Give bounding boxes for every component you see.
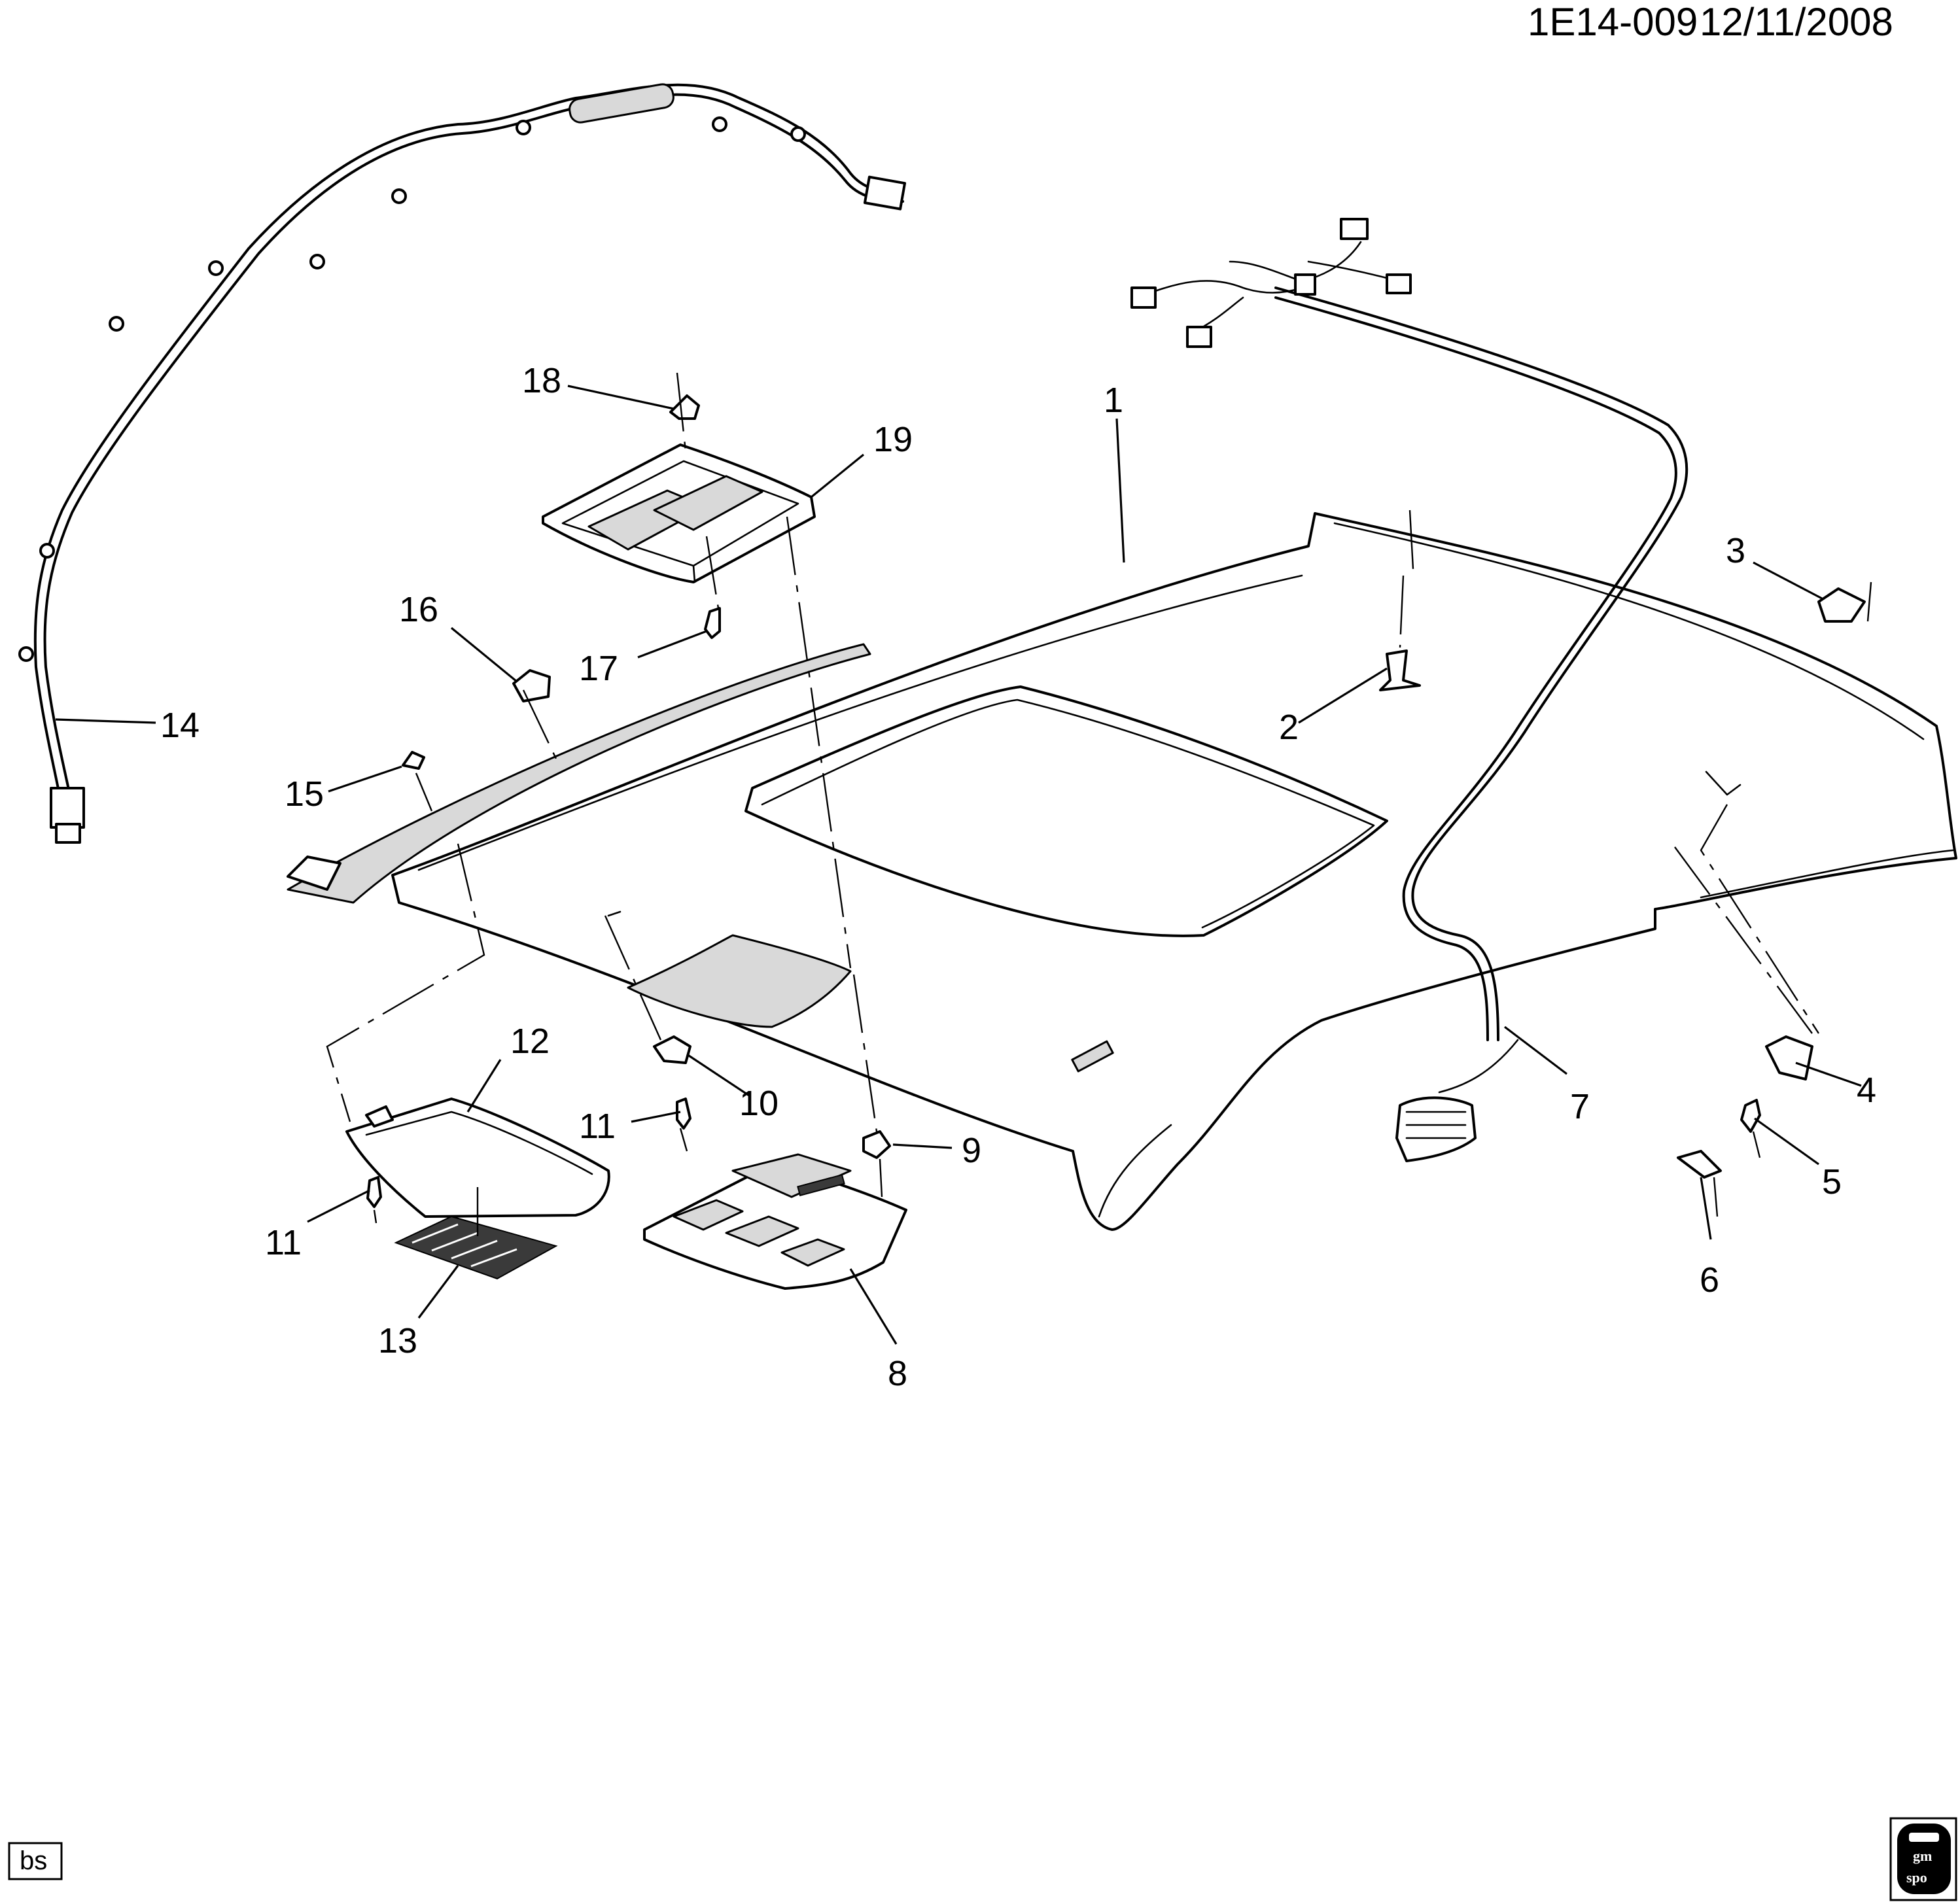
reading-lamp-housing-12 [345, 1098, 610, 1218]
callout-6: 6 [1700, 1260, 1719, 1300]
clip-10 [653, 1035, 691, 1064]
callout-numbers: 1 2 3 4 5 6 7 8 9 10 11 11 12 13 14 15 1… [160, 361, 1876, 1393]
callout-18: 18 [522, 361, 561, 400]
callout-19: 19 [873, 420, 913, 459]
clip-16 [512, 669, 551, 702]
diagram-date: 12/11/2008 [1700, 0, 1893, 44]
callout-17: 17 [579, 649, 618, 688]
overhead-console-8 [643, 1153, 907, 1290]
screw-5 [1740, 1099, 1761, 1133]
screw-11b [366, 1176, 382, 1208]
callout-10: 10 [739, 1084, 779, 1123]
callout-11a: 11 [579, 1107, 616, 1146]
clip-6 [1677, 1150, 1722, 1179]
headliner [287, 512, 1957, 1231]
console-bracket-19 [542, 443, 816, 583]
side-wire-harness [18, 83, 907, 844]
lamp-lens-13 [394, 1215, 558, 1280]
callout-14: 14 [160, 706, 200, 745]
corner-tag-text: bs [20, 1846, 47, 1875]
logo-top-text: gm [1913, 1848, 1932, 1864]
corner-tag: bs [8, 1842, 63, 1880]
gm-spo-logo: gm spo [1889, 1817, 1957, 1901]
screw-17 [704, 607, 721, 639]
clip-15 [402, 751, 425, 770]
callout-12: 12 [510, 1022, 550, 1061]
clip-18 [669, 394, 700, 420]
callout-5: 5 [1822, 1162, 1842, 1202]
callout-8: 8 [888, 1354, 907, 1393]
callout-3: 3 [1726, 531, 1745, 570]
callout-9: 9 [962, 1131, 981, 1170]
diagram-code: 1E14-009 [1528, 0, 1698, 44]
callout-1: 1 [1104, 381, 1123, 420]
bracket-4 [1765, 1035, 1813, 1081]
screw-11a [676, 1098, 691, 1130]
hook-3 [1817, 587, 1866, 623]
callout-7: 7 [1570, 1087, 1590, 1126]
callout-13: 13 [378, 1321, 417, 1360]
nut-9 [862, 1130, 891, 1159]
callout-4: 4 [1857, 1071, 1876, 1110]
logo-bottom-text: spo [1906, 1869, 1927, 1886]
roof-wire-harness [1130, 218, 1689, 1162]
centerlines [326, 372, 1872, 1236]
callout-16: 16 [399, 590, 438, 629]
retainer-2 [1379, 649, 1421, 691]
callout-15: 15 [285, 774, 324, 814]
callout-2: 2 [1279, 708, 1299, 747]
callout-11b: 11 [265, 1223, 302, 1262]
leader-lines [55, 385, 1862, 1345]
